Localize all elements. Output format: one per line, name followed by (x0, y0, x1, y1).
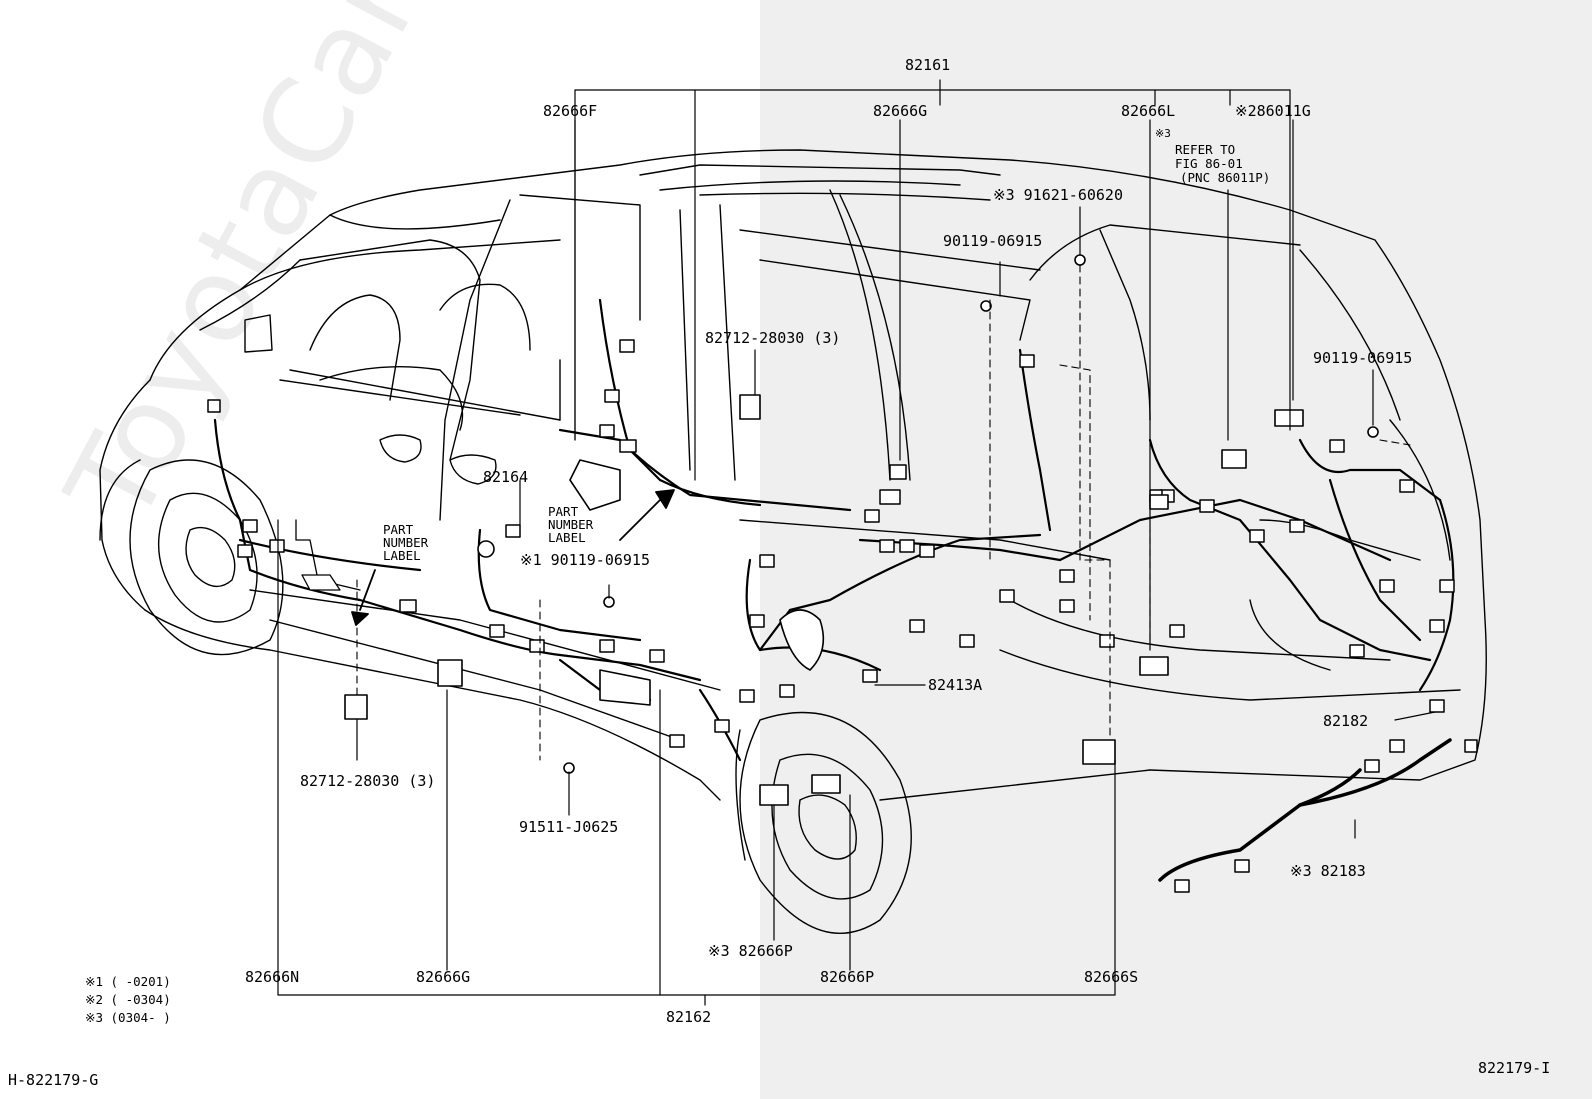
callout-82413A: 82413A (928, 676, 983, 694)
bumper-harness (1158, 738, 1452, 882)
legend-note-3: ※3 (0304- ) (85, 1010, 171, 1025)
figure-code-left: H-822179-G (8, 1071, 99, 1089)
part-number-label-b-line2: NUMBER (548, 517, 594, 532)
callout-82162: 82162 (666, 1008, 712, 1026)
vehicle-body-outline (99, 149, 1487, 801)
callout-90119-06915-upper: 90119-06915 (943, 232, 1043, 250)
callout-82164: 82164 (483, 468, 529, 486)
callout-82666P: 82666P (820, 968, 875, 986)
callout-82712-28030-top: 82712-28030 (3) (705, 329, 841, 347)
legend-note-1: ※1 ( -0201) (85, 974, 171, 989)
callout-82666G-bottom: 82666G (416, 968, 471, 986)
harness-parts (344, 254, 1379, 806)
callout-86011G: ※286011G (1235, 102, 1311, 120)
callout-82666N: 82666N (245, 968, 300, 986)
callout-90119-06915-note1: ※1 90119-06915 (520, 551, 650, 569)
legend-note-2: ※2 ( -0304) (85, 992, 171, 1007)
label-arrows (295, 489, 675, 626)
connectors (207, 339, 1478, 893)
callout-82182: 82182 (1323, 712, 1369, 730)
callout-82666S: 82666S (1084, 968, 1139, 986)
callout-82712-28030-bottom: 82712-28030 (3) (300, 772, 436, 790)
refer-to-line-1: REFER TO (1175, 142, 1236, 157)
callout-91621-60620: ※3 91621-60620 (993, 186, 1123, 204)
callout-82183: ※3 82183 (1290, 862, 1366, 880)
part-number-label-a-line3: LABEL (383, 548, 421, 563)
refer-to-line-2: FIG 86-01 (1175, 156, 1243, 171)
callout-90119-06915-rear: 90119-06915 (1313, 349, 1413, 367)
part-number-label-a-line1: PART (383, 522, 414, 537)
callout-91511-J0625: 91511-J0625 (519, 818, 619, 836)
rear-wheel (735, 711, 912, 934)
front-wheel (99, 459, 284, 656)
callout-82666L: 82666L (1121, 102, 1176, 120)
part-number-label-b-line3: LABEL (548, 530, 586, 545)
callout-leaders (277, 79, 1436, 1006)
note-3-marker: ※3 (1155, 127, 1171, 140)
callout-82666P-note3: ※3 82666P (708, 942, 793, 960)
dashed-leaders (356, 264, 1411, 761)
callout-82666G-top: 82666G (873, 102, 928, 120)
callout-82161: 82161 (905, 56, 951, 74)
refer-to-line-3: (PNC 86011P) (1180, 170, 1271, 185)
part-number-label-a-line2: NUMBER (383, 535, 429, 550)
figure-code-right: 822179-I (1478, 1059, 1551, 1077)
callout-82666F: 82666F (543, 102, 598, 120)
part-number-label-b-line1: PART (548, 504, 579, 519)
